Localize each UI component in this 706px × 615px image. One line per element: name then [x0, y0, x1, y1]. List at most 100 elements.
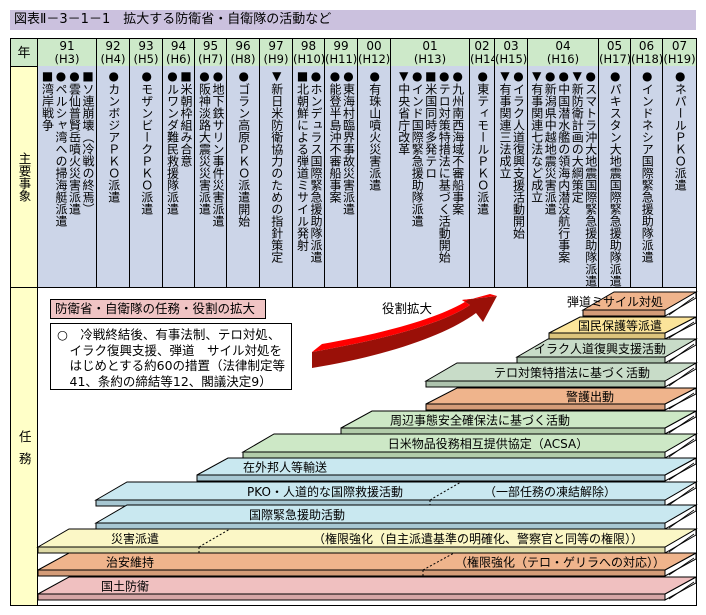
layer-label: 国土防衛 [101, 579, 149, 594]
year-label: 04 [555, 39, 571, 53]
year-label: 07 [671, 39, 688, 53]
event-list: ●モザンビークＰＫＯ派遣 [139, 69, 154, 285]
events-cell: ●パキスタン大地震国際緊急援助隊派遣 [598, 66, 631, 288]
events-cell: ●モザンビークＰＫＯ派遣 [129, 66, 163, 288]
event-item: ▼有事関連七法など成立 [529, 69, 544, 285]
event-item: ●パキスタン大地震国際緊急援助隊派遣 [608, 69, 623, 287]
event-text: 中国潜水艦の領海内潜没航行事案 [556, 83, 571, 263]
event-marker-icon: ● [67, 69, 82, 83]
events-cell: ●ゴラン高原ＰＫＯ派遣開始 [226, 66, 260, 288]
event-marker-icon: ▼ [529, 69, 544, 83]
event-item: ●モザンビークＰＫＯ派遣 [139, 69, 154, 285]
year-label: 96 [235, 39, 251, 53]
event-marker-icon: ■ [81, 69, 95, 83]
event-text: 新日米防衛協力のための指針策定 [269, 83, 284, 263]
event-text: モザンビークＰＫＯ派遣 [139, 83, 154, 215]
event-text: 米国同時多発テロ [423, 83, 438, 179]
era-label: (H11) [325, 52, 358, 66]
event-text: 有事関連七法など成立 [529, 83, 544, 203]
event-item: ■米国同時多発テロ [423, 69, 438, 285]
layer-split [422, 552, 455, 571]
event-marker-icon: ● [543, 69, 558, 83]
event-text: テロ対策特措法に基づく活動開始 [437, 83, 452, 263]
event-list: ●スマトラ沖大地震国際緊急援助隊派遣▼新防衛計画の大綱策定●中国潜水艦の領海内潜… [529, 69, 598, 287]
event-text: 有事関連三法成立 [498, 83, 512, 179]
layer-label: 在外邦人等輸送 [243, 460, 327, 475]
event-text: 東ティモールＰＫＯ派遣 [475, 83, 490, 215]
event-text: ルワンダ難民救援隊派遣 [165, 83, 180, 215]
event-text: スマトラ沖大地震国際緊急援助隊派遣 [583, 83, 598, 287]
event-item: ●インド国際緊急援助隊派遣 [410, 69, 424, 285]
event-marker-icon: ● [608, 69, 623, 83]
event-marker-icon: ▼ [269, 69, 284, 83]
year-label: 02 [474, 39, 490, 53]
event-item: ●ペルシャ湾への掃海艇派遣 [54, 69, 68, 285]
event-list: ●イラク人道復興支援活動開始▼有事関連三法成立 [498, 69, 526, 285]
event-item: ●新潟県中越地震災害派遣 [543, 69, 557, 285]
year-header: 91(H3) [37, 38, 97, 67]
layer-label: 治安維持 [106, 555, 154, 570]
event-marker-icon: ● [309, 69, 323, 83]
era-label: (H8) [230, 52, 256, 66]
event-item: ■湾岸戦争 [40, 69, 55, 285]
layer-front [37, 569, 666, 577]
layer-label: 警護出動 [566, 389, 614, 404]
note-line: はじめとする約60の措置（法律制定等 [57, 358, 286, 373]
missions-label-char: 務 [19, 451, 32, 466]
event-text: 東海村臨界事故災害派遣 [341, 83, 356, 215]
event-text: 地下鉄サリン事件災害派遣 [211, 83, 225, 227]
event-marker-icon: ● [197, 69, 212, 83]
event-item: ●ルワンダ難民救援隊派遣 [165, 69, 180, 285]
layer-label: 国民保護等派遣 [578, 318, 662, 333]
layer-sublabel: （一部任務の凍結解除） [484, 484, 616, 499]
missions-label-char: 任 [19, 429, 32, 444]
event-marker-icon: ● [139, 69, 154, 83]
note-line: 41、条約の締結等12、閣議決定9） [57, 373, 272, 389]
event-text: カンボジアＰＫＯ派遣 [106, 83, 121, 203]
layer-front [425, 403, 666, 411]
event-text: 能登半島沖不審船事案 [328, 83, 342, 203]
event-text: ソ連崩壊（冷戦の終焉） [81, 83, 95, 215]
event-marker-icon: ● [106, 69, 121, 83]
event-marker-icon: ● [236, 69, 251, 83]
event-marker-icon: ● [211, 69, 225, 83]
era-label: (H15) [495, 52, 528, 66]
event-marker-icon: ● [640, 69, 655, 83]
event-list: ■米朝枠組み合意●ルワンダ難民救援隊派遣 [165, 69, 194, 285]
event-item: ●中国潜水艦の領海内潜没航行事案 [556, 69, 571, 285]
event-text: 九州南西海域不審船事案 [450, 83, 465, 215]
event-list: ●ホンデュラス国際緊急援助隊派遣■北朝鮮による弾道ミサイル発射 [295, 69, 324, 285]
event-item: ●スマトラ沖大地震国際緊急援助隊派遣 [583, 69, 598, 287]
layer-front [425, 380, 666, 388]
layer-side-hatch [668, 321, 695, 339]
event-item: ●有珠山噴火災害派遣 [367, 69, 382, 285]
layer-side-hatch [668, 486, 695, 506]
layer-side-hatch [668, 415, 695, 434]
expansion-arrow-icon [312, 294, 497, 368]
mission-layers: 弾道ミサイル対処国民保護等派遣イラク人道復興支援活動テロ対策特措法に基づく活動警… [36, 291, 698, 601]
layer-front [548, 332, 666, 340]
layer-side-hatch [668, 343, 695, 363]
year-header: 92(H4) [96, 38, 130, 67]
year-label: 05 [606, 39, 623, 53]
year-label: 91 [59, 39, 75, 53]
event-list: ■ソ連崩壊（冷戦の終焉）●雲仙普賢岳噴火災害派遣●ペルシャ湾への掃海艇派遣■湾岸… [40, 69, 96, 285]
event-list: ●東ティモールＰＫＯ派遣 [475, 69, 490, 285]
era-label: (H6) [166, 52, 191, 66]
event-marker-icon: ▼ [498, 69, 512, 83]
layer-front [516, 356, 666, 364]
layer-label: テロ対策特措法に基づく活動 [494, 365, 650, 380]
layer-label: イラク人道復興支援活動 [534, 341, 666, 356]
missions-note: ○ 冷戦終結後、有事法制、テロ対処、 イラク復興支援、弾道 サイル対処を はじめ… [50, 323, 292, 390]
event-marker-icon: ● [556, 69, 571, 83]
event-text: 湾岸戦争 [40, 83, 55, 131]
arrow-label: 役割拡大 [382, 301, 433, 316]
layer-side-hatch [668, 557, 695, 576]
event-item: ●能登半島沖不審船事案 [328, 69, 342, 285]
event-marker-icon: ● [410, 69, 425, 83]
event-item: ●雲仙普賢岳噴火災害派遣 [67, 69, 82, 285]
year-header: 93(H5) [129, 38, 163, 67]
year-label: 97 [268, 39, 284, 53]
